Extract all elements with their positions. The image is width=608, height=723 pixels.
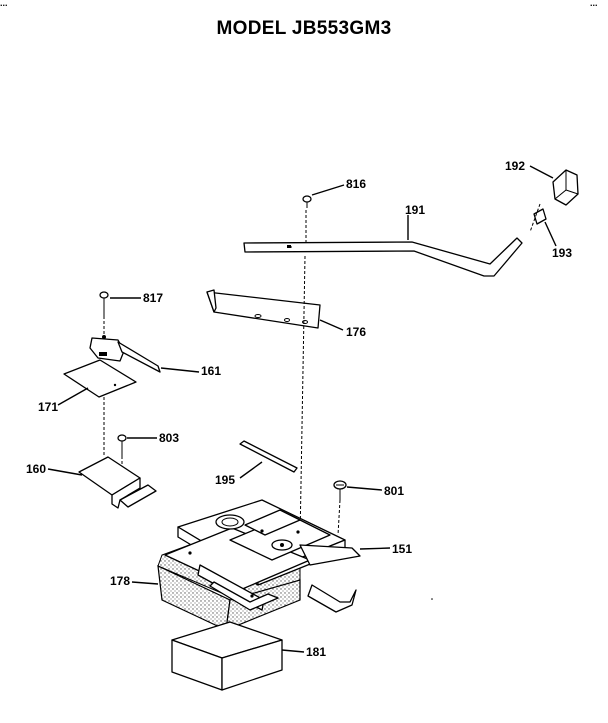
part-195-rod — [239, 440, 298, 479]
callout-151: 151 — [392, 542, 412, 556]
callout-193: 193 — [552, 246, 572, 260]
guide-line — [299, 255, 306, 541]
part-801-screw — [333, 480, 383, 536]
callout-176: 176 — [346, 325, 366, 339]
top-left-fragment: ... — [0, 0, 8, 8]
top-right-fragment: ... — [590, 0, 598, 8]
part-193-clip — [529, 203, 557, 247]
callout-816: 816 — [346, 177, 366, 191]
callout-192: 192 — [505, 159, 525, 173]
callout-803: 803 — [159, 431, 179, 445]
callout-181: 181 — [306, 645, 326, 659]
part-161-switch — [89, 335, 200, 373]
callout-160: 160 — [26, 462, 46, 476]
part-191-rod — [243, 215, 523, 277]
callout-817: 817 — [143, 291, 163, 305]
callout-801: 801 — [384, 484, 404, 498]
part-181-box — [171, 621, 305, 691]
part-192-knob — [529, 165, 579, 206]
part-160-bracket — [47, 456, 157, 509]
callout-171: 171 — [38, 400, 58, 414]
part-817-screw — [99, 291, 141, 336]
page-title: MODEL JB553GM3 — [216, 18, 392, 39]
part-151-latch-assembly — [164, 499, 391, 613]
callout-161-switch: 161 — [201, 364, 221, 378]
stray-mark — [431, 598, 433, 600]
callout-191: 191 — [405, 203, 425, 217]
callout-178: 178 — [110, 574, 130, 588]
part-176-bracket — [206, 289, 344, 331]
part-171-insulator — [57, 359, 137, 455]
part-816-screw — [302, 184, 345, 208]
callout-195: 195 — [215, 473, 235, 487]
